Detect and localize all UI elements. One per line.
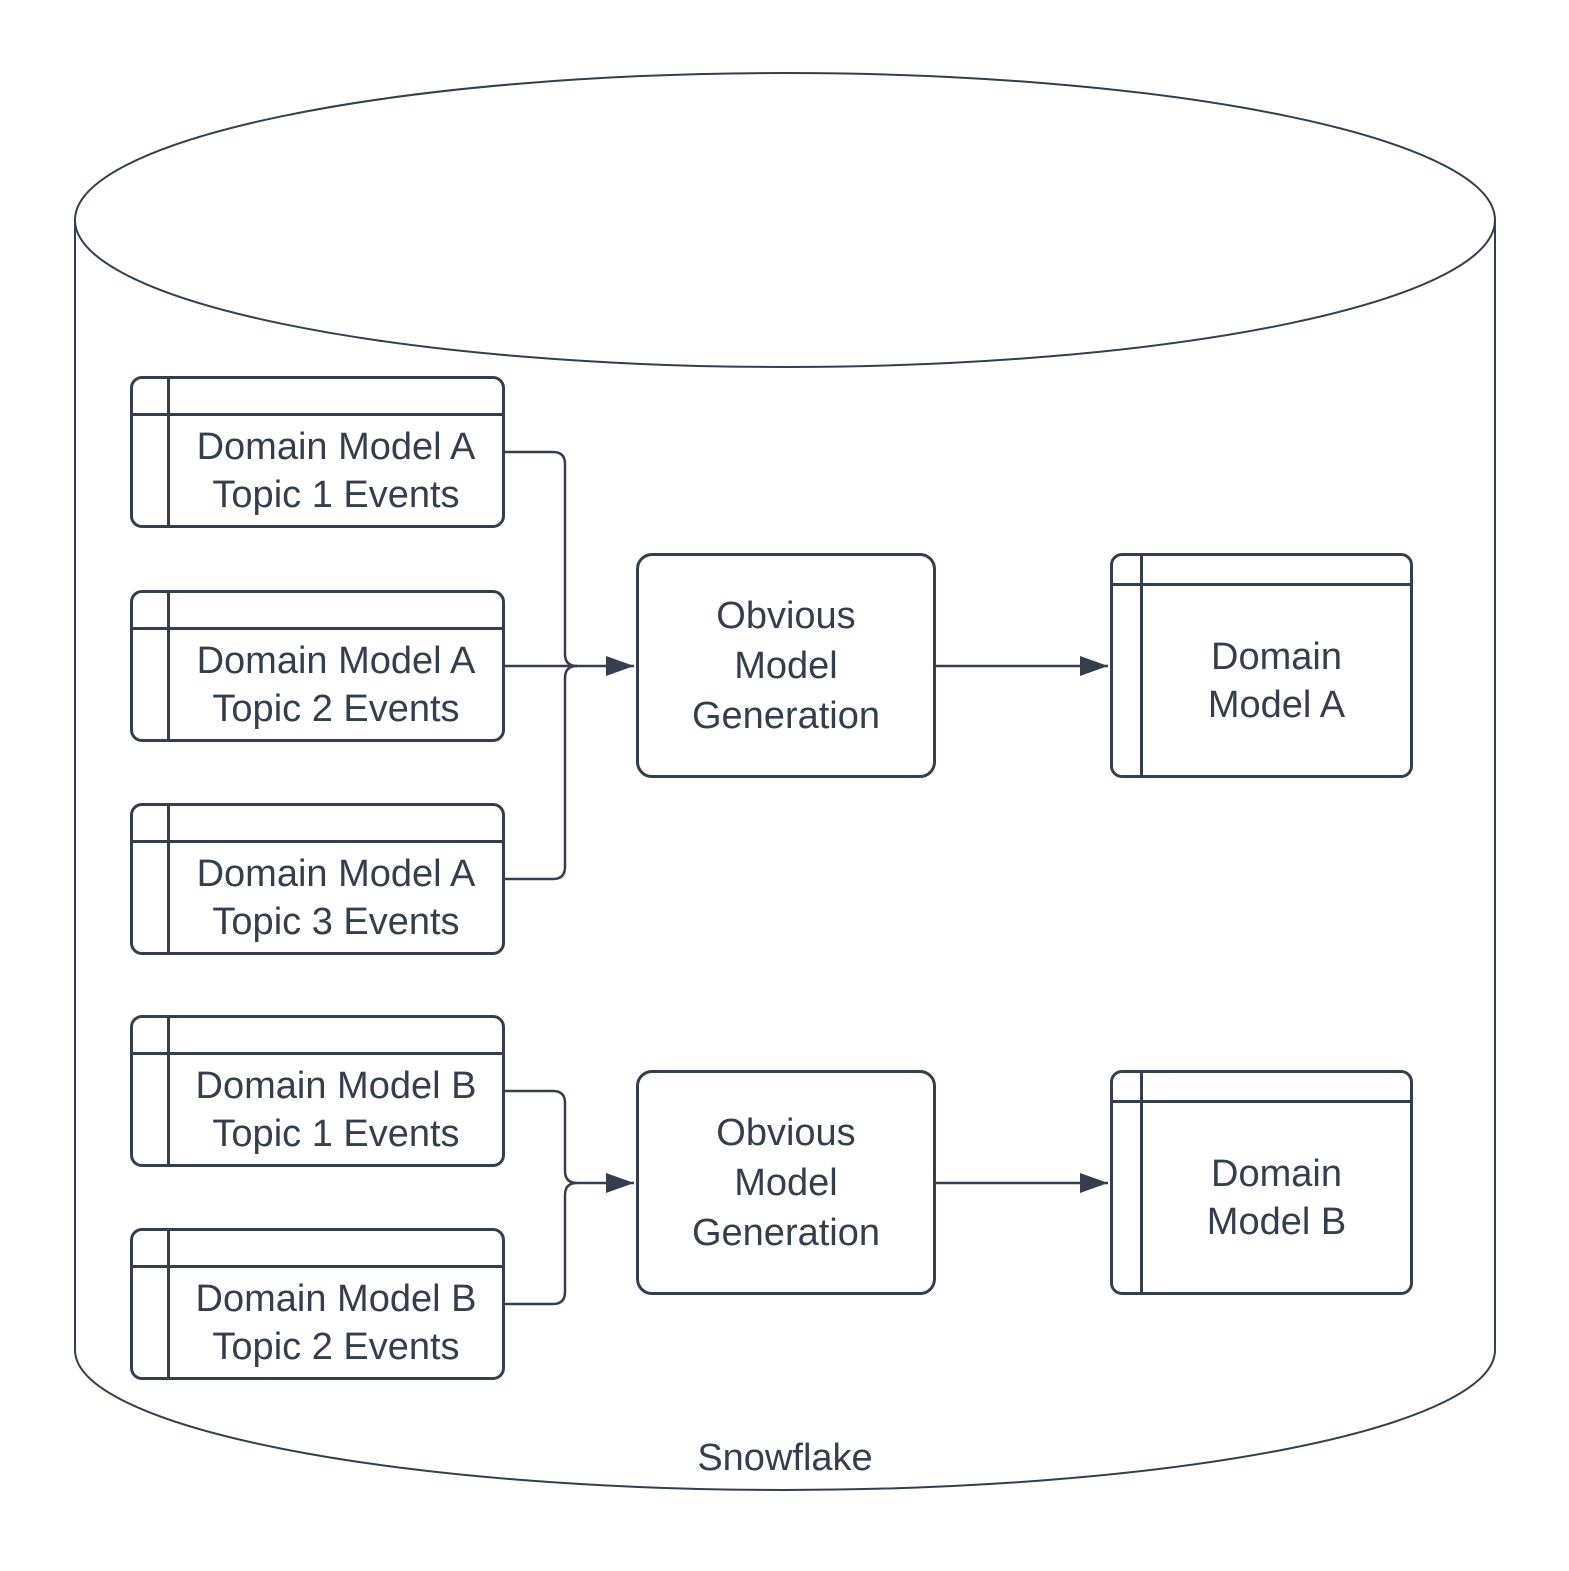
table-header-divider — [133, 413, 502, 416]
table-left-stripe-divider — [167, 1231, 170, 1377]
process-obvious-model-generation-b: Obvious Model Generation — [636, 1070, 936, 1295]
database-cylinder-shape — [74, 72, 1496, 1491]
table-label: Domain Model B Topic 2 Events — [195, 1277, 477, 1368]
table-left-stripe-divider — [1140, 1073, 1143, 1292]
table-domain-model-a-topic2-events: Domain Model A Topic 2 Events — [130, 590, 505, 742]
table-domain-model-b-topic1-events: Domain Model B Topic 1 Events — [130, 1015, 505, 1167]
table-label: Domain Model A Topic 1 Events — [196, 425, 476, 516]
table-left-stripe-divider — [1140, 556, 1143, 775]
connector-b-topic2-to-merge — [505, 1181, 578, 1306]
table-header-divider — [1113, 583, 1410, 586]
table-header-divider — [133, 627, 502, 630]
table-label: Domain Model B — [1206, 1152, 1347, 1243]
table-label: Domain Model A Topic 3 Events — [196, 852, 476, 943]
table-label: Domain Model A Topic 2 Events — [196, 639, 476, 730]
connector-a-topic3-to-merge — [505, 664, 578, 881]
cylinder-body — [74, 220, 1496, 1491]
table-header-divider — [133, 1265, 502, 1268]
process-obvious-model-generation-a: Obvious Model Generation — [636, 553, 936, 778]
table-header-divider — [1113, 1100, 1410, 1103]
table-domain-model-b-output: Domain Model B — [1110, 1070, 1413, 1295]
connector-a-topic1-to-merge — [505, 450, 578, 668]
table-left-stripe-divider — [167, 806, 170, 952]
table-label: Domain Model B Topic 1 Events — [195, 1064, 477, 1155]
connectors-group-a — [505, 450, 1108, 881]
table-header-divider — [133, 1052, 502, 1055]
table-label: Domain Model A — [1207, 635, 1346, 726]
connector-b-topic1-to-merge — [505, 1089, 578, 1185]
table-domain-model-a-topic1-events: Domain Model A Topic 1 Events — [130, 376, 505, 528]
table-left-stripe-divider — [167, 1018, 170, 1164]
cylinder-label-snowflake: Snowflake — [697, 1437, 873, 1479]
table-left-stripe-divider — [167, 379, 170, 525]
table-left-stripe-divider — [167, 593, 170, 739]
table-header-divider — [133, 840, 502, 843]
table-domain-model-a-output: Domain Model A — [1110, 553, 1413, 778]
table-domain-model-a-topic3-events: Domain Model A Topic 3 Events — [130, 803, 505, 955]
table-domain-model-b-topic2-events: Domain Model B Topic 2 Events — [130, 1228, 505, 1380]
connectors-group-b — [505, 1089, 1108, 1306]
cylinder-top-ellipse — [74, 72, 1496, 368]
